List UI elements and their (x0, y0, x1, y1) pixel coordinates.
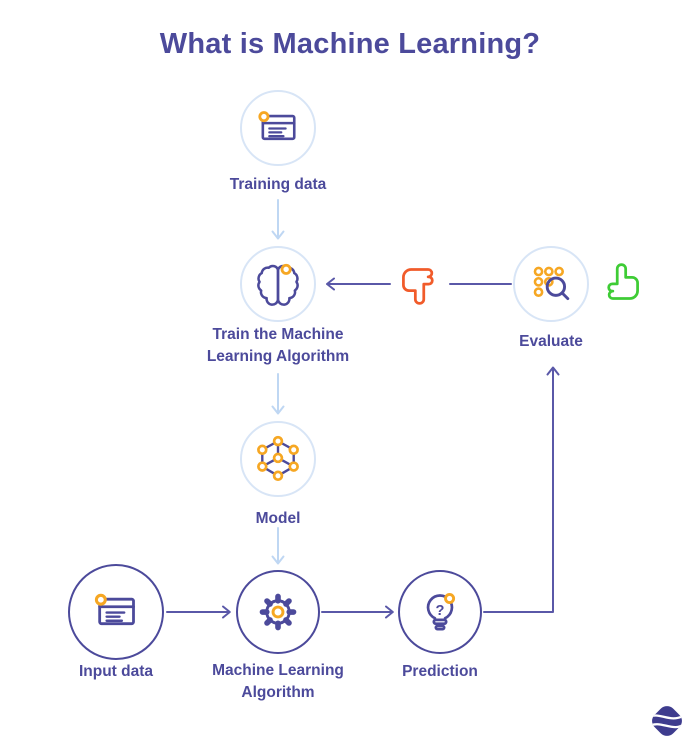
arrow-training-to-train (271, 199, 285, 240)
orange-dot (271, 605, 285, 619)
orange-dot (258, 111, 270, 123)
node-training-data (240, 90, 316, 166)
label-training-data: Training data (229, 176, 327, 193)
magnifier-glass (545, 276, 570, 301)
arrow-input-to-algorithm (166, 605, 231, 619)
label-model: Model (255, 510, 301, 527)
orange-dot (280, 263, 292, 275)
arrow-train-to-model (271, 373, 285, 415)
node-prediction: ? (398, 570, 482, 654)
gear-icon (259, 593, 297, 631)
window-icon (258, 111, 296, 141)
node-ml-algorithm (236, 570, 320, 654)
label-prediction: Prediction (402, 663, 478, 680)
label-evaluate: Evaluate (519, 333, 583, 350)
label-input-data: Input data (78, 663, 154, 680)
brand-logo-icon (648, 706, 686, 736)
window-icon (94, 593, 135, 626)
arrow-evaluate-to-train (326, 277, 512, 291)
orange-dot (444, 592, 456, 605)
arrow-algorithm-to-prediction (321, 605, 394, 619)
node-input-data (68, 564, 164, 660)
node-train-algorithm (240, 246, 316, 322)
lightbulb-question-icon: ? (426, 592, 456, 631)
thumbs-down-icon (402, 268, 434, 305)
question-glyph: ? (436, 603, 445, 619)
network-cube-icon (257, 435, 299, 482)
brain-icon (257, 263, 299, 306)
diagram-title: What is Machine Learning? (159, 28, 541, 60)
arrow-prediction-to-evaluate (483, 366, 560, 613)
arrow-model-to-algorithm (271, 527, 285, 565)
label-train-algorithm: Train the Machine Learning Algorithm (206, 326, 350, 365)
orange-dot (94, 593, 107, 606)
dots-magnifier-icon (533, 266, 570, 301)
label-ml-algorithm: Machine Learning Algorithm (212, 662, 344, 701)
node-evaluate (513, 246, 589, 322)
node-model (240, 421, 316, 497)
thumbs-up-icon (607, 263, 639, 300)
